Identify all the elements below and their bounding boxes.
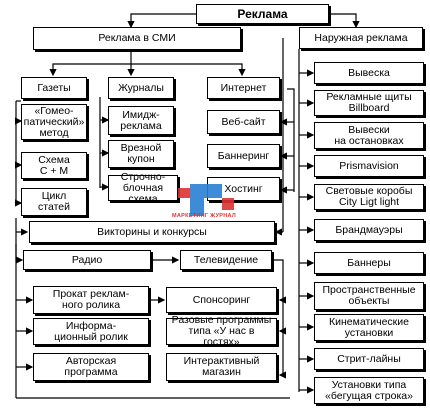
viktoriny-node: Викторины и конкурсы <box>29 221 275 243</box>
zhurnaly-item: Врезной купон <box>108 140 174 168</box>
logo-accent-red-2 <box>222 198 234 210</box>
outdoor-node: Наружная реклама <box>299 27 423 49</box>
outdoor-item: Вывеска <box>314 62 424 84</box>
outdoor-item: Баннеры <box>314 252 424 274</box>
outdoor-item: Стрит-лайны <box>314 348 424 370</box>
outdoor-item: Вывески на остановках <box>314 122 424 149</box>
zhurnaly-item: Строчно- блочная схема <box>108 171 178 204</box>
zhurnaly-node: Журналы <box>108 77 174 99</box>
smi-node: Реклама в СМИ <box>33 27 241 50</box>
internet-item: Баннеринг <box>207 144 280 168</box>
radio-node: Радио <box>23 250 151 270</box>
logo-accent-red <box>178 188 190 198</box>
gazety-item: «Гомео- патический» метод <box>21 104 87 140</box>
logo-bowl-blue <box>204 184 222 198</box>
outdoor-item: Пространственные объекты <box>314 282 424 310</box>
media-item: Интерактивный магазин <box>166 353 277 381</box>
internet-item: Веб-сайт <box>207 110 280 134</box>
outdoor-item: Световые коробы City Ligt light <box>314 184 424 210</box>
media-item: Авторская программа <box>33 353 149 381</box>
internet-node: Интернет <box>207 77 280 99</box>
outdoor-item: Кинематические установки <box>314 314 424 341</box>
outdoor-item: Prismavision <box>314 155 424 177</box>
gazety-node: Газеты <box>21 77 87 99</box>
gazety-item: Схема C + M <box>21 152 87 179</box>
logo-bar-blue <box>190 184 204 216</box>
watermark-logo <box>178 184 234 216</box>
zhurnaly-item: Имидж- реклама <box>108 106 174 135</box>
outdoor-item: Рекламные щиты Billboard <box>314 90 424 116</box>
watermark-text: МАРКЕТИНГ ЖУРНАЛ <box>172 213 237 219</box>
media-item: Информа- ционный ролик <box>33 318 149 345</box>
outdoor-item: Установки типа «бегущая строка» <box>314 377 424 404</box>
root-node: Реклама <box>196 4 329 24</box>
outdoor-item: Брандмауэры <box>314 219 424 241</box>
tv-node: Телевидение <box>180 250 272 270</box>
media-item: Разовые программы типа «У нас в гостях» <box>166 315 277 348</box>
media-item: Прокат реклам- ного ролика <box>33 286 149 314</box>
media-item: Спонсоринг <box>166 287 277 313</box>
gazety-item: Цикл статей <box>21 188 87 216</box>
